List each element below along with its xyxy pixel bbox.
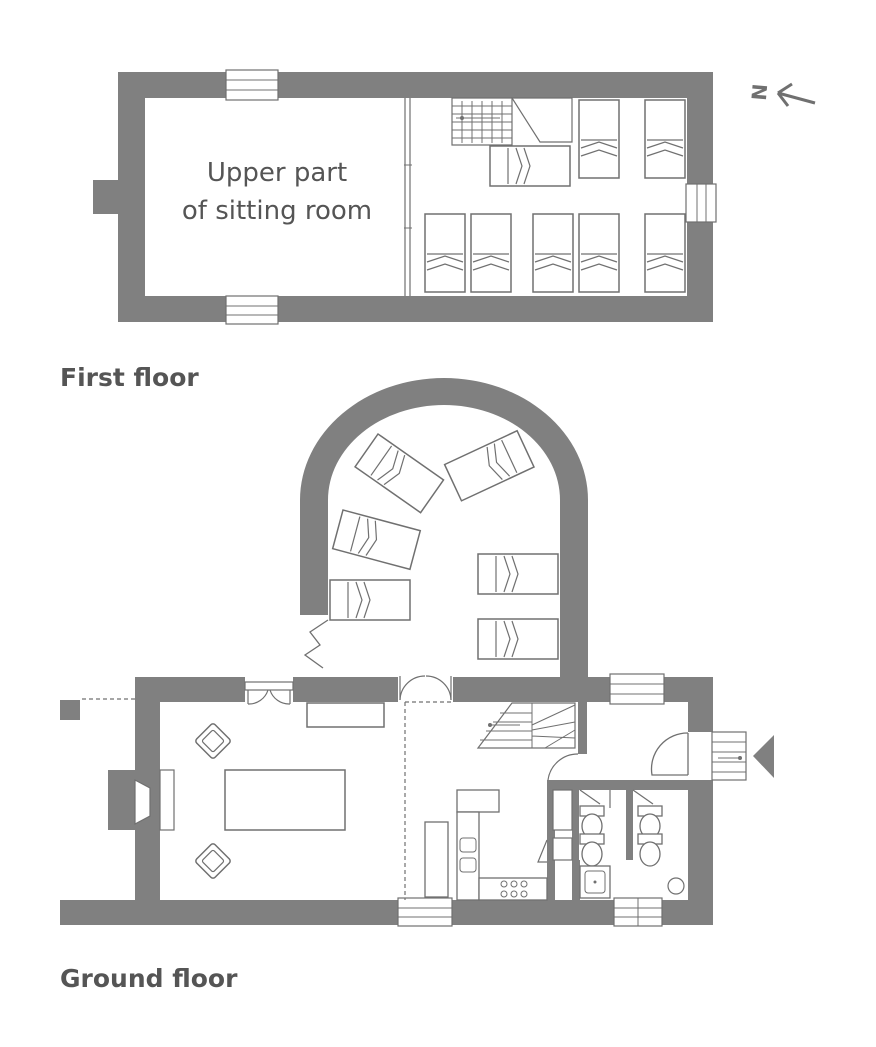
bed [532, 213, 574, 293]
armchair [193, 841, 233, 881]
bench [306, 702, 385, 728]
shower-cabinet [552, 789, 573, 861]
bed [489, 145, 571, 187]
bed [644, 99, 686, 179]
washbasin [579, 865, 611, 899]
ground-floor-plan [60, 378, 774, 927]
window [397, 897, 453, 927]
hall-door [547, 753, 579, 781]
bed [443, 429, 535, 502]
fireplace [108, 770, 140, 830]
wc-door [537, 839, 548, 863]
entrance-steps [711, 731, 747, 781]
bed [578, 213, 620, 293]
toilet [579, 805, 605, 839]
dining-table [224, 769, 346, 831]
gallery-railing [404, 98, 412, 296]
svg-text:N: N [746, 83, 771, 102]
french-window [244, 681, 294, 705]
ground-floor-stairs [476, 702, 576, 749]
partition-wall [626, 790, 633, 860]
post [60, 700, 80, 720]
bed [354, 433, 445, 514]
double-door [399, 675, 452, 701]
north-arrow-icon: N [746, 83, 816, 107]
first-floor-title: First floor [60, 363, 199, 392]
armchair [193, 721, 233, 761]
bed [477, 553, 559, 595]
first-floor-walls [118, 72, 713, 322]
ground-floor-title: Ground floor [60, 964, 238, 993]
bed [578, 99, 620, 179]
partition-wall [547, 790, 555, 900]
garden-wall [60, 900, 138, 925]
window [225, 295, 279, 325]
void-label-line2: of sitting room [182, 196, 372, 226]
first-floor-plan: Upper part of sitting room [93, 69, 717, 325]
bed [424, 213, 466, 293]
window [225, 69, 279, 101]
toilet [637, 833, 663, 867]
toilet [579, 833, 605, 867]
partition-wall [572, 790, 579, 900]
window [609, 673, 665, 705]
toilet [637, 805, 663, 839]
chimney [93, 180, 120, 214]
void-label-line1: Upper part [207, 158, 347, 188]
entrance-triangle-icon [753, 735, 774, 778]
bed [329, 579, 411, 621]
entrance-door [650, 732, 689, 776]
partition-wall [547, 780, 578, 790]
window [613, 897, 663, 927]
partition-wall [578, 702, 587, 754]
first-floor-stairs [451, 97, 573, 146]
window [685, 183, 717, 223]
bed [477, 618, 559, 660]
partition-wall [572, 780, 688, 790]
bed [470, 213, 512, 293]
kitchen [424, 789, 548, 901]
bed [331, 509, 422, 571]
wc-door [579, 789, 654, 808]
floor-drain [667, 877, 685, 895]
bed [644, 213, 686, 293]
partition-wall [572, 860, 580, 900]
folding-door [303, 619, 329, 669]
